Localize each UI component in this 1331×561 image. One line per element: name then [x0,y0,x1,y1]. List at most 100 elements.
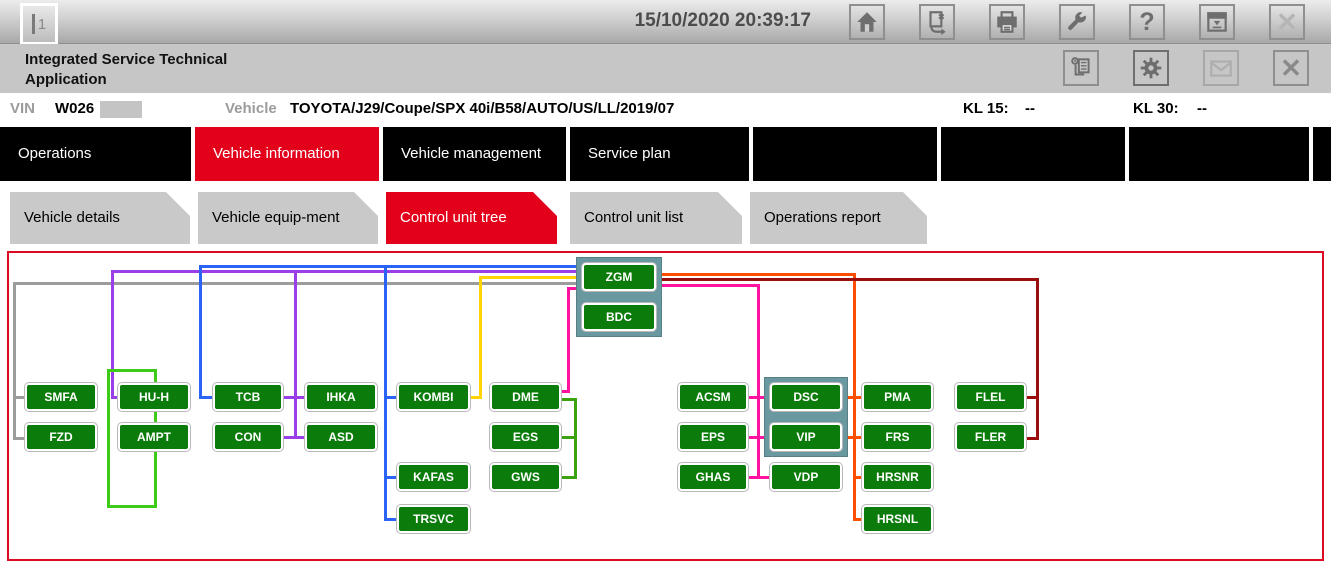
unit-box-kafas[interactable]: KAFAS [397,463,470,491]
bus-line-pink [566,286,570,393]
unit-box-fzd[interactable]: FZD [25,423,97,451]
bus-line-blue [383,517,399,521]
bus-line-pink [746,475,772,479]
unit-box-bdc[interactable]: BDC [582,303,656,331]
unit-box-zgm[interactable]: ZGM [582,263,656,291]
bus-line-blue [383,395,399,399]
bus-line-pink [559,389,570,393]
unit-box-eps[interactable]: EPS [678,423,748,451]
bus-line-orange [656,272,856,276]
help-button[interactable]: ? [1129,4,1165,40]
messages-button[interactable] [1203,50,1239,86]
unit-box-trsvc[interactable]: TRSVC [397,505,470,533]
bus-line-purple [281,435,307,439]
bus-line-gray [12,281,16,440]
report-history-icon [1068,55,1094,81]
kl15-label: KL 15: [963,100,1009,117]
unit-box-pma[interactable]: PMA [862,383,933,411]
unit-box-frs[interactable]: FRS [862,423,933,451]
unit-box-dsc[interactable]: DSC [770,383,842,411]
bus-line-gray [12,395,27,399]
bus-line-blue [383,475,399,479]
unit-box-hu-h[interactable]: HU-H [118,383,190,411]
unit-box-hrsnr[interactable]: HRSNR [862,463,933,491]
nav-vehicle-information[interactable]: Vehicle information [195,127,379,181]
tab-operations-report[interactable]: Operations report [750,192,927,244]
bus-line-blue [198,395,215,399]
tab-vehicle-details[interactable]: Vehicle details [10,192,190,244]
envelope-icon [1208,55,1234,81]
vin-label: VIN [10,100,36,117]
unit-box-ihka[interactable]: IHKA [305,383,377,411]
bus-line-blue [198,264,580,268]
unit-box-dme[interactable]: DME [490,383,561,411]
bus-line-yellow [478,275,580,279]
bus-line-blue [198,264,202,399]
gear-icon [1138,55,1164,81]
tab-control-unit-tree[interactable]: Control unit tree [386,192,557,244]
app-title: Integrated Service Technical Application [25,51,228,88]
home-icon [854,9,880,35]
appbar: Integrated Service Technical Application [0,44,1331,93]
bus-line-orange [840,435,864,439]
bus-line-orange [852,475,864,479]
kl30-label: KL 30: [1133,100,1179,117]
connection-manager-button[interactable] [919,4,955,40]
print-button[interactable] [989,4,1025,40]
close-session-button[interactable]: ✕ [1269,4,1305,40]
bus-line-darkred [1024,436,1039,440]
unit-box-kombi[interactable]: KOMBI [397,383,470,411]
bus-line-gray [12,436,27,440]
nav-service-plan[interactable]: Service plan [570,127,749,181]
unit-box-asd[interactable]: ASD [305,423,377,451]
unit-box-egs[interactable]: EGS [490,423,561,451]
close-icon: ✕ [1280,53,1302,83]
settings-button[interactable] [1133,50,1169,86]
bus-line-darkred [656,277,1039,281]
minimize-window-button[interactable] [1199,4,1235,40]
unit-box-gws[interactable]: GWS [490,463,561,491]
unit-box-vdp[interactable]: VDP [770,463,842,491]
bus-line-pink [566,286,582,290]
kl15-value: -- [1025,100,1035,117]
bus-line-orange [852,517,864,521]
nav-segment-empty [753,127,937,181]
bus-line-yellow [478,275,482,399]
vin-redaction [100,101,142,118]
kl30-value: -- [1197,100,1207,117]
home-button[interactable] [849,4,885,40]
session-number: 1 [37,15,47,33]
bus-line-green [559,475,577,479]
bus-line-yellow [468,395,482,399]
control-unit-tree: ZGM BDC SMFA HU-H TCB IHKA KOMBI DME ACSM DSC PMA F… [12,257,1039,533]
session-tab-button[interactable]: 1 [20,3,58,45]
bus-line-purple [110,395,120,399]
tools-button[interactable] [1059,4,1095,40]
unit-box-vip[interactable]: VIP [770,423,842,451]
nav-vehicle-management[interactable]: Vehicle management [383,127,566,181]
nav-operations[interactable]: Operations [0,127,191,181]
unit-box-hrsnl[interactable]: HRSNL [862,505,933,533]
unit-box-tcb[interactable]: TCB [213,383,283,411]
tab-control-unit-list[interactable]: Control unit list [570,192,742,244]
vehicle-identification-bar: VIN W026 Vehicle TOYOTA/J29/Coupe/SPX 40… [0,93,1331,126]
unit-box-con[interactable]: CON [213,423,283,451]
unit-box-fler[interactable]: FLER [955,423,1026,451]
bus-line-lime [106,368,110,508]
tab-vehicle-equipment[interactable]: Vehicle equip-ment [198,192,378,244]
unit-box-ghas[interactable]: GHAS [678,463,748,491]
unit-box-smfa[interactable]: SMFA [25,383,97,411]
bus-line-lime [106,504,157,508]
close-app-button[interactable]: ✕ [1273,50,1309,86]
close-icon: ✕ [1276,7,1298,37]
vehicle-value: TOYOTA/J29/Coupe/SPX 40i/B58/AUTO/US/LL/… [290,100,675,117]
operations-report-button[interactable] [1063,50,1099,86]
unit-box-acsm[interactable]: ACSM [678,383,748,411]
unit-box-flel[interactable]: FLEL [955,383,1026,411]
datetime-label: 15/10/2020 20:39:17 [634,10,811,31]
bus-line-purple [110,269,580,273]
bus-line-pink [746,395,772,399]
bus-line-darkred [1035,277,1039,440]
unit-box-ampt[interactable]: AMPT [118,423,190,451]
vehicle-label: Vehicle [225,100,277,117]
